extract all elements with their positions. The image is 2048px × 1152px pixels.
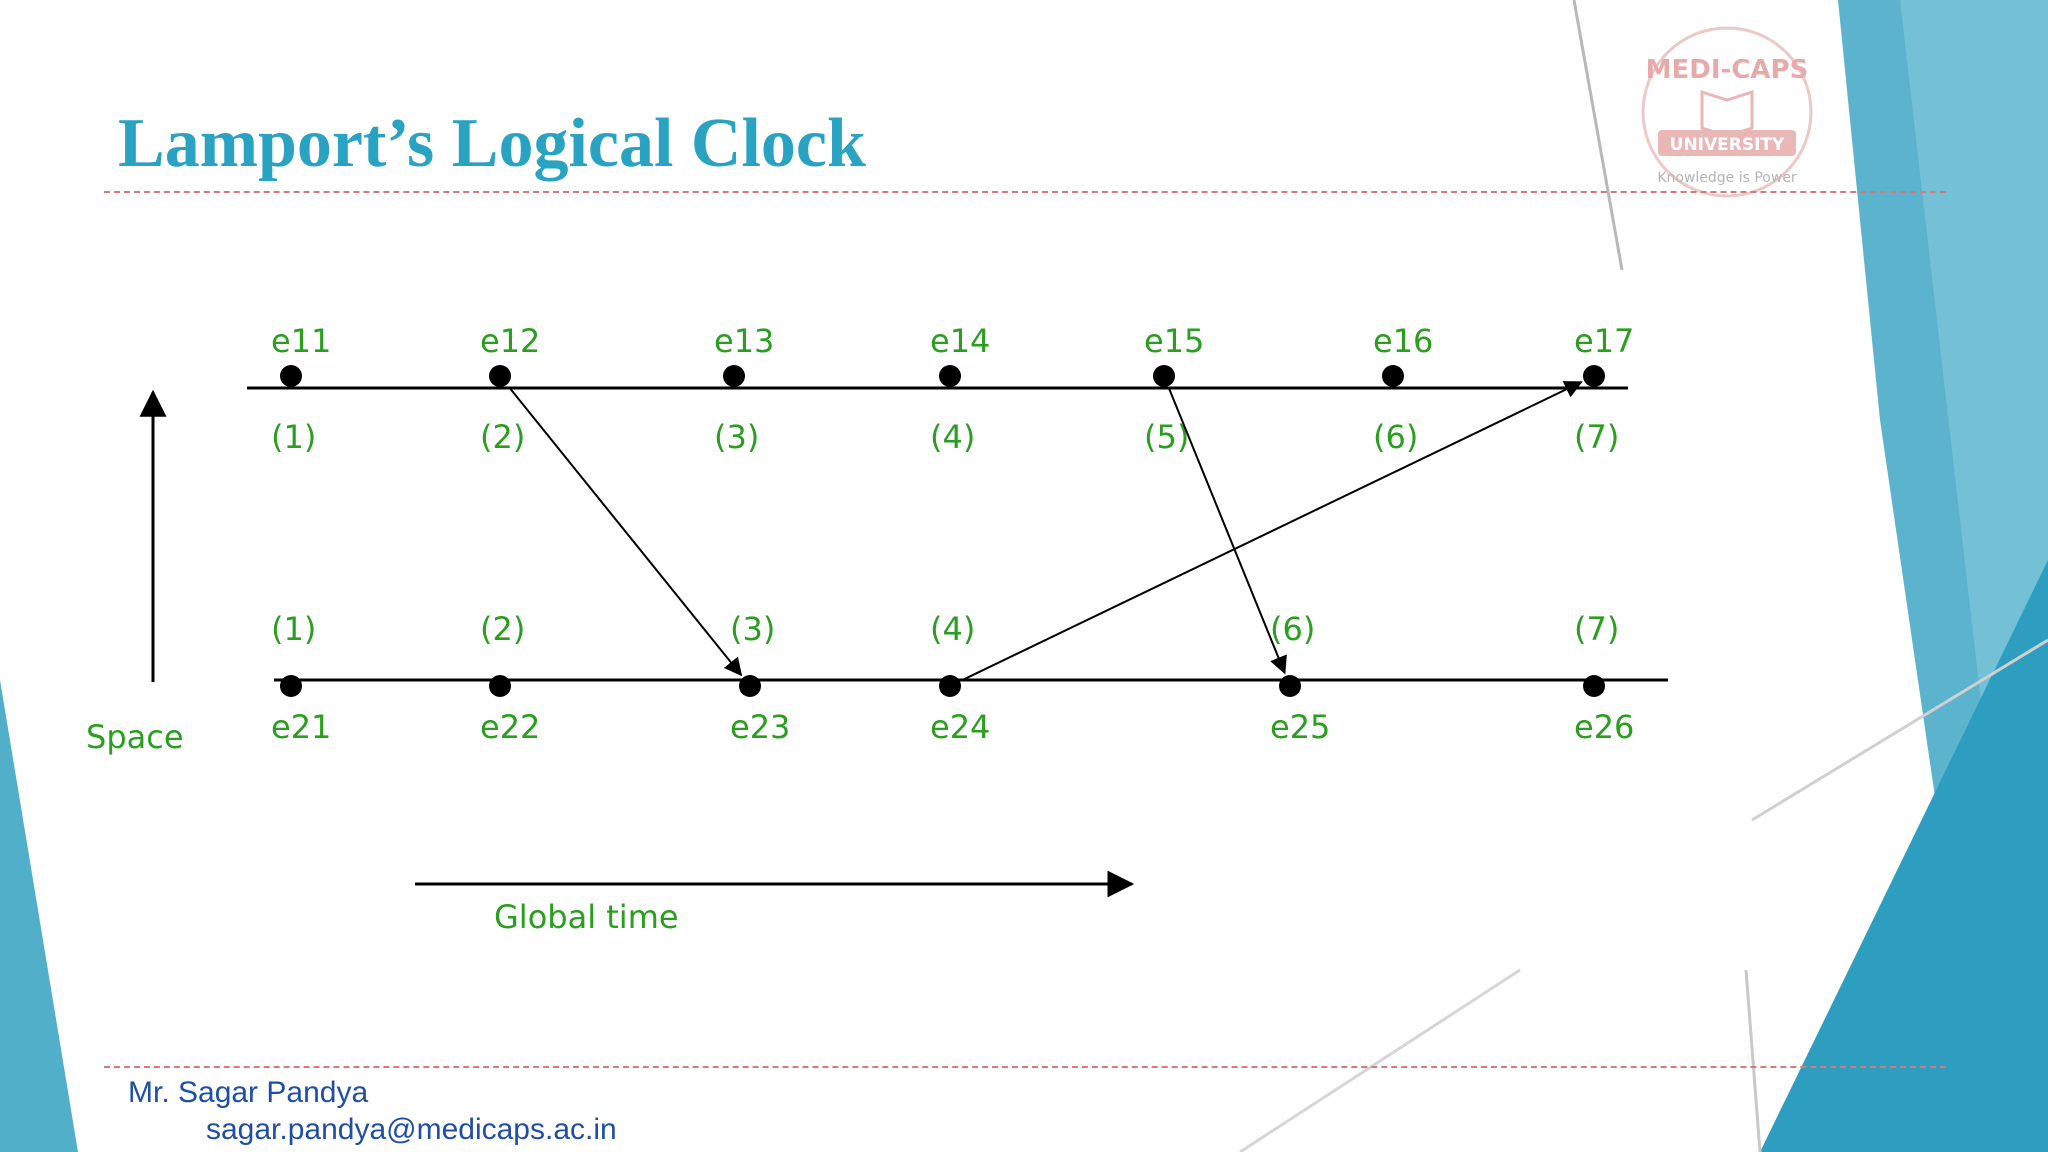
clock-value-e26: (7) <box>1574 610 1619 648</box>
logo-name: MEDI-CAPS <box>1646 55 1809 85</box>
footer-divider <box>104 1066 1946 1068</box>
clock-value-e24: (4) <box>930 610 975 648</box>
left-teal-band <box>0 680 78 1152</box>
author-email: sagar.pandya@medicaps.ac.in <box>206 1113 617 1146</box>
event-dot-e15 <box>1153 365 1175 387</box>
logo-tagline: Knowledge is Power <box>1657 170 1797 186</box>
event-label-e12: e12 <box>480 322 540 360</box>
logo-ring <box>1641 26 1813 198</box>
accent-line <box>1751 638 2048 822</box>
event-label-e14: e14 <box>930 322 990 360</box>
event-dot-e11 <box>280 365 302 387</box>
event-label-e26: e26 <box>1574 708 1634 746</box>
message-arrows <box>508 381 1583 681</box>
event-dot-e24 <box>939 675 961 697</box>
event-label-e16: e16 <box>1373 322 1433 360</box>
space-axis-label: Space <box>86 718 184 756</box>
logo-ribbon-text: UNIVERSITY <box>1670 135 1785 155</box>
event-dot-e13 <box>723 365 745 387</box>
event-label-e25: e25 <box>1270 708 1330 746</box>
book-icon <box>1700 89 1754 138</box>
event-dot-e14 <box>939 365 961 387</box>
clock-value-e15: (5) <box>1144 418 1189 456</box>
clock-value-e11: (1) <box>271 418 316 456</box>
clock-value-e22: (2) <box>480 610 525 648</box>
event-dot-e26 <box>1583 675 1605 697</box>
clock-value-e16: (6) <box>1373 418 1418 456</box>
event-dot-e12 <box>489 365 511 387</box>
event-label-e23: e23 <box>730 708 790 746</box>
message-arrow-e24-to-e17 <box>962 381 1583 681</box>
clock-value-e14: (4) <box>930 418 975 456</box>
clock-value-e12: (2) <box>480 418 525 456</box>
slide-title: Lamport’s Logical Clock <box>118 105 866 182</box>
event-label-e22: e22 <box>480 708 540 746</box>
accent-line <box>1572 0 1624 271</box>
event-label-e11: e11 <box>271 322 331 360</box>
event-dot-e22 <box>489 675 511 697</box>
title-divider <box>104 191 1946 193</box>
event-label-e15: e15 <box>1144 322 1204 360</box>
process-1-events: e11 (1) e12 (2) e13 (3) e14 (4) e15 (5) e16 (6) e17 (… <box>271 322 1634 456</box>
event-dot-e25 <box>1279 675 1301 697</box>
clock-value-e17: (7) <box>1574 418 1619 456</box>
clock-value-e21: (1) <box>271 610 316 648</box>
clock-value-e23: (3) <box>730 610 775 648</box>
event-dot-e16 <box>1382 365 1404 387</box>
event-label-e24: e24 <box>930 708 990 746</box>
right-light-band <box>1900 0 2048 780</box>
event-dot-e17 <box>1583 365 1605 387</box>
accent-line <box>1239 968 1521 1152</box>
logo-ribbon <box>1658 130 1796 156</box>
event-label-e13: e13 <box>714 322 774 360</box>
clock-value-e25: (6) <box>1270 610 1315 648</box>
process-2-events: (1) e21 (2) e22 (3) e23 (4) e24 (6) e25 (7) e26 <box>271 610 1634 746</box>
message-arrow-e15-to-e25 <box>1168 388 1287 675</box>
message-arrow-e12-to-e23 <box>508 386 743 677</box>
accent-line <box>1744 969 1762 1152</box>
event-label-e17: e17 <box>1574 322 1634 360</box>
global-time-label: Global time <box>494 898 679 936</box>
event-label-e21: e21 <box>271 708 331 746</box>
clock-value-e13: (3) <box>714 418 759 456</box>
event-dot-e21 <box>280 675 302 697</box>
author-name: Mr. Sagar Pandya <box>128 1076 369 1109</box>
event-dot-e23 <box>739 675 761 697</box>
right-dark-band <box>1760 560 2048 1152</box>
